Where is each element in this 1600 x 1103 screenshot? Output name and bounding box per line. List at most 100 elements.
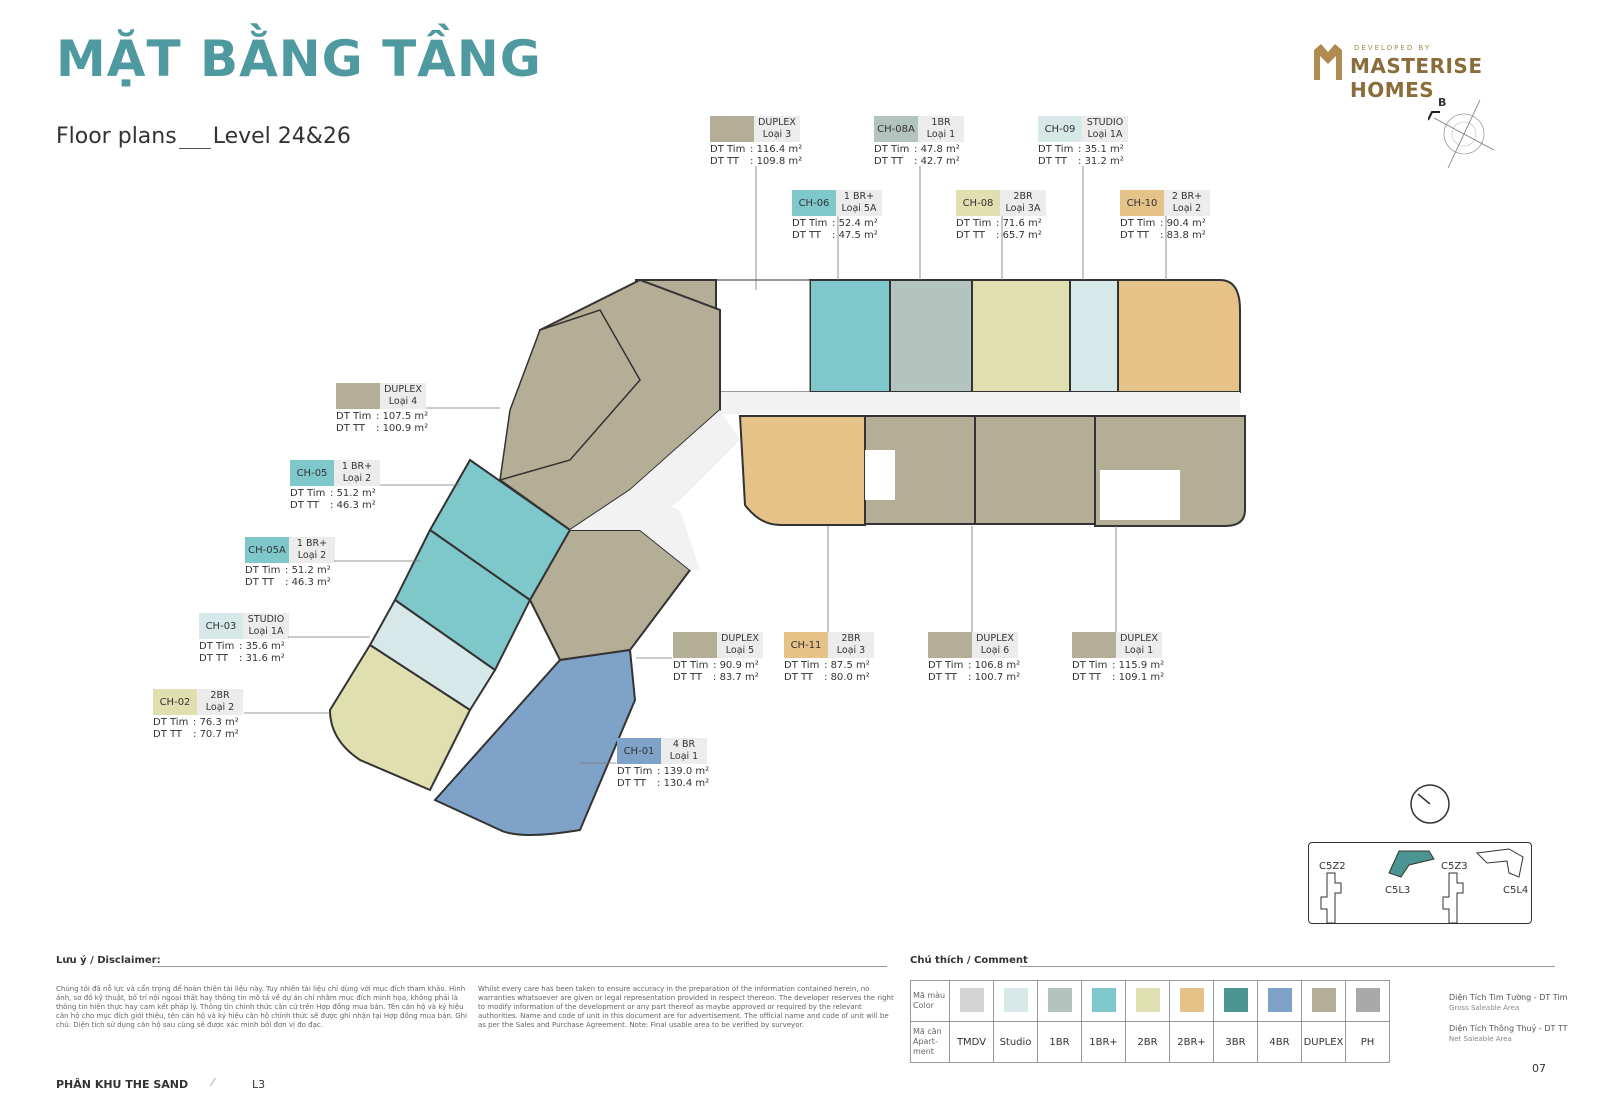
key-plan-label-c5z3: C5Z3	[1441, 861, 1468, 872]
site-key-plan: C5Z2 C5L3 C5Z3 C5L4	[1308, 842, 1532, 924]
disclaimer-english: Whilst every care has been taken to ensu…	[478, 985, 894, 1029]
orientation-icon	[1410, 784, 1450, 824]
key-plan-label-c5z2: C5Z2	[1319, 861, 1346, 872]
disclaimer-heading: Lưu ý / Disclaimer:	[56, 955, 161, 966]
brand-name: MASTERISE HOMES	[1350, 54, 1483, 102]
legend-swatch	[1213, 980, 1258, 1022]
unit-code-swatch: CH-08A	[874, 116, 918, 142]
developed-by-text: DEVELOPED BY	[1354, 44, 1432, 52]
legend-name: 2BR+	[1169, 1021, 1214, 1063]
unit-code-swatch	[1072, 632, 1116, 658]
legend-swatch	[993, 980, 1038, 1022]
unit-code-swatch: CH-11	[784, 632, 828, 658]
footer-zone: PHÂN KHU THE SAND	[56, 1078, 189, 1091]
area-def-net: Diện Tích Thông Thuỷ - DT TT	[1449, 1024, 1568, 1033]
unit-type-info: 2 BR+Loại 2	[1164, 190, 1210, 216]
subtitle-level: Level 24&26	[212, 124, 351, 149]
unit-type-info: 1 BR+Loại 2	[289, 537, 335, 563]
legend-swatch	[1257, 980, 1302, 1022]
legend-heading: Chú thích / Comment	[910, 955, 1028, 966]
unit-code-swatch: CH-05A	[245, 537, 289, 563]
unit-code-swatch: CH-08	[956, 190, 1000, 216]
key-plan-drawing	[1320, 848, 1524, 923]
north-compass: B	[1427, 96, 1500, 174]
legend-swatch	[949, 980, 994, 1022]
disclaimer-vietnamese: Chúng tôi đã nỗ lực và cẩn trọng để hoàn…	[56, 985, 468, 1029]
legend-swatch	[1169, 980, 1214, 1022]
compass-label: B	[1438, 96, 1447, 109]
legend-swatch	[1345, 980, 1390, 1022]
unit-type-info: 1 BR+Loại 5A	[836, 190, 882, 216]
unit-type-info: 1 BR+Loại 2	[334, 460, 380, 486]
unit-code-swatch: CH-03	[199, 613, 243, 639]
subtitle-separator	[178, 134, 211, 149]
legend-swatch	[1081, 980, 1126, 1022]
page-subtitle: Floor plans Level 24&26	[56, 124, 351, 149]
legend-rule	[1020, 966, 1555, 967]
area-def-gross: Diện Tích Tim Tường - DT Tim	[1449, 993, 1568, 1002]
compass-icon	[1427, 99, 1495, 169]
legend-name: PH	[1345, 1021, 1390, 1063]
floor-plan-diagonal-wing	[328, 278, 740, 836]
page-title: MẶT BẰNG TẦNG	[56, 30, 542, 88]
legend-swatch	[1037, 980, 1082, 1022]
unit-code-swatch: CH-02	[153, 689, 197, 715]
footer-divider: ⁄	[212, 1076, 214, 1089]
unit-code-swatch	[710, 116, 754, 142]
legend-swatch	[1301, 980, 1346, 1022]
unit-code-swatch: CH-05	[290, 460, 334, 486]
legend-name: 2BR	[1125, 1021, 1170, 1063]
disclaimer-rule	[152, 966, 887, 967]
unit-code-swatch: CH-06	[792, 190, 836, 216]
brand-logo: DEVELOPED BY MASTERISE HOMES	[1312, 42, 1552, 102]
page-number: 07	[1532, 1062, 1546, 1075]
legend-name: DUPLEX	[1301, 1021, 1346, 1063]
masterise-logo-icon	[1314, 44, 1342, 80]
legend-name: 4BR	[1257, 1021, 1302, 1063]
legend-name: 1BR	[1037, 1021, 1082, 1063]
area-def-gross-en: Gross Saleable Area	[1449, 1004, 1520, 1012]
floor-plan-top-block	[635, 279, 1241, 393]
subtitle-en: Floor plans	[56, 124, 177, 149]
floor-plan-lower-row	[738, 415, 1246, 527]
area-definitions: Diện Tích Tim Tường - DT Tim Gross Salea…	[1449, 992, 1568, 1045]
legend-name: 3BR	[1213, 1021, 1258, 1063]
legend-name: Studio	[993, 1021, 1038, 1063]
area-def-net-en: Net Saleable Area	[1449, 1035, 1512, 1043]
